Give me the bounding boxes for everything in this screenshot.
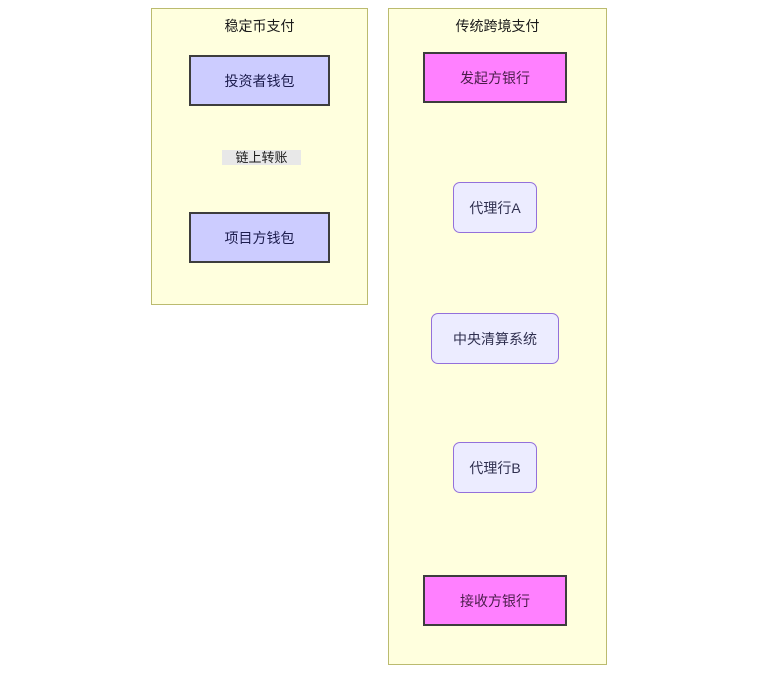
node-project-wallet-label: 项目方钱包 <box>224 229 295 246</box>
node-investor-wallet[interactable]: 投资者钱包 <box>189 55 330 106</box>
node-clearing-system[interactable]: 中央清算系统 <box>431 313 559 364</box>
node-sender-bank-label: 发起方银行 <box>460 69 530 86</box>
subgraph-traditional-title: 传统跨境支付 <box>455 18 540 34</box>
edge-label-on-chain-transfer-text: 链上转账 <box>235 150 288 165</box>
node-correspondent-b[interactable]: 代理行B <box>453 442 537 493</box>
node-correspondent-a-label: 代理行A <box>469 199 521 216</box>
node-sender-bank[interactable]: 发起方银行 <box>423 52 567 103</box>
node-project-wallet[interactable]: 项目方钱包 <box>189 212 330 263</box>
subgraph-stablecoin-title: 稳定币支付 <box>224 18 295 34</box>
node-correspondent-b-label: 代理行B <box>469 459 521 476</box>
node-receiver-bank-label: 接收方银行 <box>460 592 530 609</box>
node-investor-wallet-label: 投资者钱包 <box>224 72 295 89</box>
edge-label-on-chain-transfer: 链上转账 <box>222 150 301 165</box>
node-receiver-bank[interactable]: 接收方银行 <box>423 575 567 626</box>
node-correspondent-a[interactable]: 代理行A <box>453 182 537 233</box>
node-clearing-system-label: 中央清算系统 <box>453 330 537 347</box>
